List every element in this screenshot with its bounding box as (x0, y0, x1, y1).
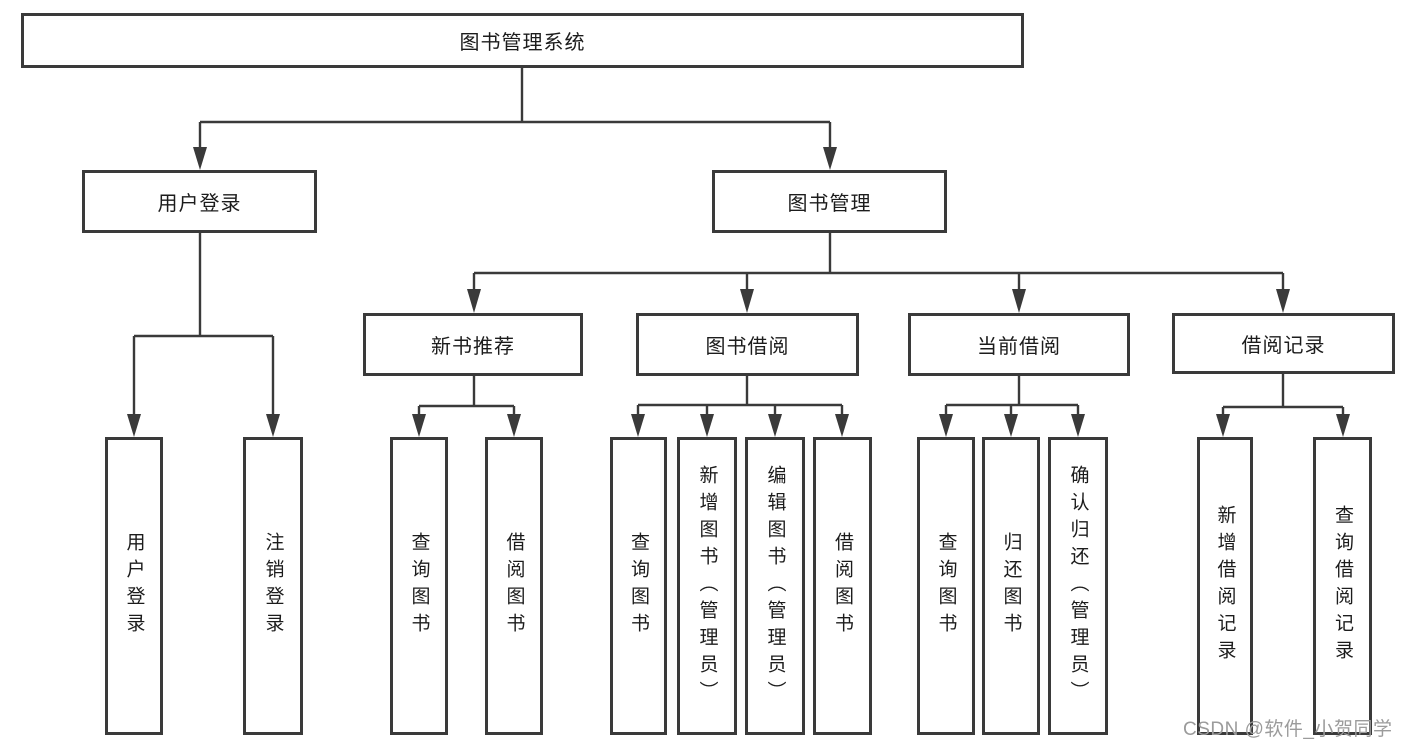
leaf-query-borrow-record: 查询借阅记录 (1313, 437, 1372, 735)
node-user-login: 用户登录 (82, 170, 317, 233)
csdn-watermark: CSDN @软件_小贺同学 (1183, 719, 1393, 740)
node-book-management: 图书管理 (712, 170, 947, 233)
leaf-confirm-return-admin: 确认归还（管理员） (1048, 437, 1108, 735)
leaf-add-books-admin: 新增图书（管理员） (677, 437, 737, 735)
leaf-query-books-borrowing: 查询图书 (610, 437, 667, 735)
node-current-borrowing: 当前借阅 (908, 313, 1130, 376)
node-new-book-recommend: 新书推荐 (363, 313, 583, 376)
leaf-user-login: 用户登录 (105, 437, 163, 735)
node-book-borrowing: 图书借阅 (636, 313, 859, 376)
leaf-edit-books-admin: 编辑图书（管理员） (745, 437, 805, 735)
leaf-add-borrow-record: 新增借阅记录 (1197, 437, 1253, 735)
leaf-query-books-recommend: 查询图书 (390, 437, 448, 735)
arrowheads (127, 147, 1350, 437)
leaf-logout: 注销登录 (243, 437, 303, 735)
node-borrowing-records: 借阅记录 (1172, 313, 1395, 374)
leaf-query-books-current: 查询图书 (917, 437, 975, 735)
leaf-borrow-books-recommend: 借阅图书 (485, 437, 543, 735)
leaf-return-books: 归还图书 (982, 437, 1040, 735)
node-library-management-system: 图书管理系统 (21, 13, 1024, 68)
leaf-borrow-books-borrowing: 借阅图书 (813, 437, 872, 735)
